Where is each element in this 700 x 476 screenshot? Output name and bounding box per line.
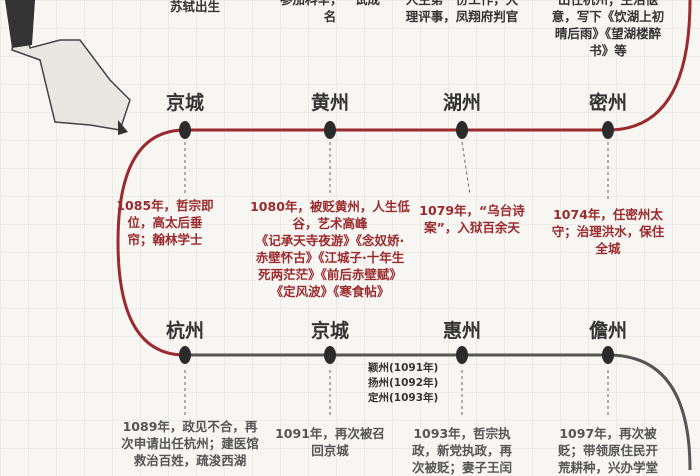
text-line: 名: [323, 9, 337, 24]
text-line: 《定风波》《寒食帖》: [270, 284, 390, 299]
text-line: 位，高太后垂: [127, 215, 203, 230]
city-label: 京城: [310, 320, 350, 342]
text-line: 意，写下《饮湖上初: [551, 9, 665, 24]
text-line: 谷，艺术高峰: [292, 216, 368, 231]
text-line: 1091年，再次被召: [275, 426, 385, 441]
text-line: 定州(1093年): [368, 392, 439, 404]
text-line: 1080年，被贬黄州，人生低: [250, 199, 410, 214]
city-label: 儋州: [588, 320, 628, 342]
text-line: 书》等: [589, 43, 627, 58]
text-line: 1079年，“乌台诗: [419, 203, 525, 218]
top-event-birth: 苏轼出生: [169, 0, 221, 14]
text-line: 晴后雨》《望湖楼醉: [554, 26, 662, 41]
top-event: 参加科举，一试成名: [280, 0, 380, 25]
text-line: 1097年，再次被: [559, 426, 657, 441]
text-line: 1089年，政见不合，再: [122, 419, 258, 434]
event-description: 1080年，被贬黄州，人生低谷，艺术高峰《记承天寺夜游》《念奴娇· 赤壁怀古》《江…: [250, 198, 410, 300]
text-line: 案”，入狱百余天: [424, 220, 520, 235]
side-list: 颖州(1091年) 扬州(1092年) 定州(1093年): [368, 361, 438, 406]
event-description: 1079年，“乌台诗案”，入狱百余天: [419, 202, 525, 236]
text-line: 颖州(1091年): [368, 362, 439, 374]
text-line: 1074年，任密州太: [553, 207, 663, 222]
text-line: 1093年，哲宗执: [413, 426, 511, 441]
portrait-illustration: [5, 0, 131, 135]
text-line: 《记承天寺夜游》《念奴娇·: [255, 233, 405, 248]
text-line: 死两茫茫》《前后赤壁赋》: [258, 267, 402, 282]
text-line: 赤壁怀古》《江城子·十年生: [255, 250, 405, 265]
row2-right-curve: [607, 353, 692, 470]
text-line: 帘；翰林学士: [127, 232, 203, 247]
text-line: 1085年，哲宗即: [116, 198, 214, 213]
city-label: 黄州: [310, 92, 350, 114]
text-line: 回京城: [311, 443, 349, 458]
event-description: 1091年，再次被召回京城: [275, 425, 385, 459]
event-description: 1085年，哲宗即位，高太后垂帘；翰林学士: [116, 197, 213, 248]
event-description: 1074年，任密州太守；治理洪水，保住全城: [552, 206, 665, 257]
top-event: 人生第一份工作，大理评事，凤翔府判官: [406, 0, 519, 25]
text-line: 贬；带领原住民开: [557, 443, 659, 458]
event-description: 1089年，政见不合，再次申请出任杭州；建医馆救治百姓，疏浚西湖: [121, 418, 259, 469]
timeline-dots: [179, 121, 614, 364]
text-line: 守；治理洪水，保住: [551, 224, 665, 239]
row1-right-curve: [607, 0, 692, 132]
event-description: 1097年，再次被贬；带领原住民开荒耕种，兴办学堂: [558, 425, 658, 476]
city-label: 密州: [588, 92, 628, 114]
text-line: 政，新党执政，再: [411, 443, 513, 458]
city-label: 杭州: [165, 320, 205, 342]
text-line: 次被贬；妻子王闰: [411, 460, 513, 475]
event-description: 1093年，哲宗执政，新党执政，再次被贬；妻子王闰: [412, 425, 512, 476]
city-label: 惠州: [442, 320, 482, 342]
text-line: 出任杭州；生活惬: [552, 0, 665, 8]
text-line: 全城: [595, 241, 621, 256]
text-line: 次申请出任杭州；建医馆: [121, 436, 259, 451]
city-label: 京城: [165, 92, 205, 114]
text-line: 参加科举，一试成: [280, 0, 380, 8]
text-line: 荒耕种，兴办学堂: [557, 460, 659, 475]
city-label: 湖州: [442, 92, 482, 114]
text-line: 扬州(1092年): [368, 377, 439, 389]
text-line: 理评事，凤翔府判官: [405, 9, 519, 24]
text-line: 人生第一份工作，大: [406, 0, 519, 8]
text-line: 救治百姓，疏浚西湖: [133, 453, 247, 468]
left-curve: [116, 128, 186, 357]
